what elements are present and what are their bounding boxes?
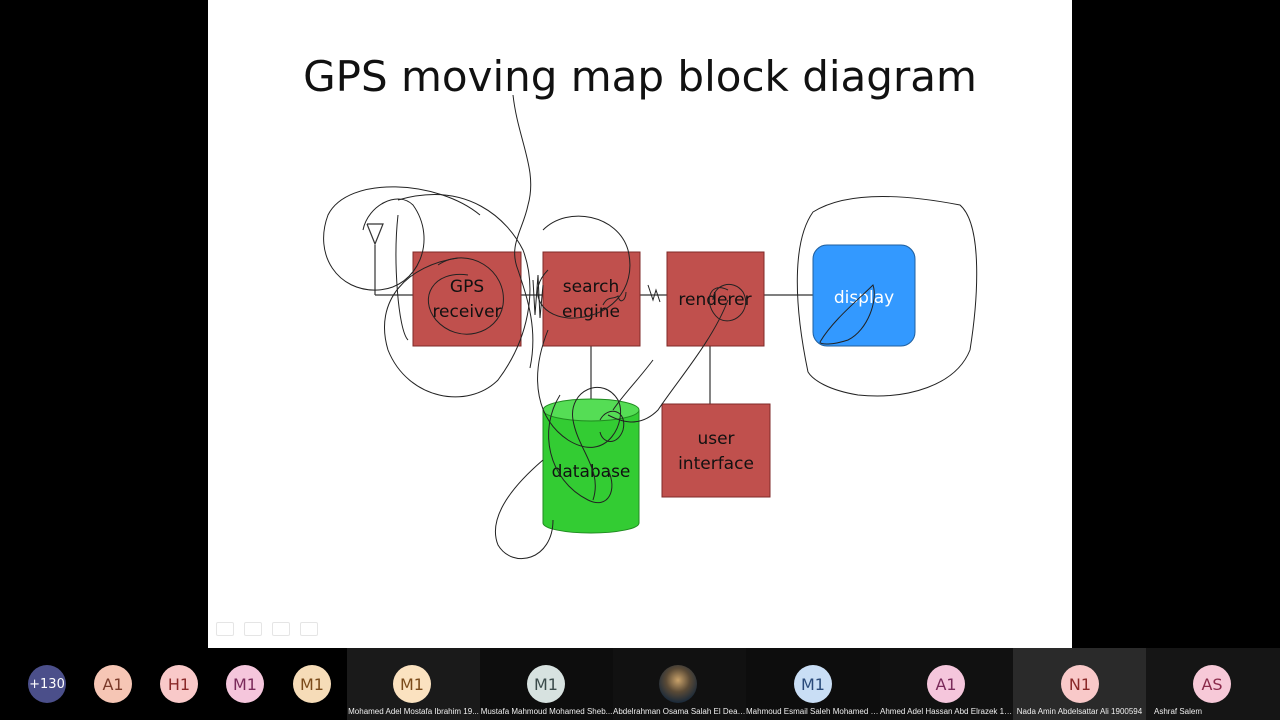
search-engine-label-line2: engine xyxy=(562,302,620,322)
profile-photo-avatar xyxy=(659,665,697,703)
user-interface-block xyxy=(661,403,771,498)
pen-icon[interactable] xyxy=(244,622,262,636)
avatar: M1 xyxy=(393,665,431,703)
renderer-label: renderer xyxy=(678,290,751,310)
search-engine-block xyxy=(542,251,641,347)
slide-title: GPS moving map block diagram xyxy=(303,52,977,101)
slide-controls xyxy=(216,622,318,636)
participant-bar: +130 A1 H1 M1 M1 M1 Mohamed Adel Mostafa… xyxy=(0,648,1280,720)
freehand-annotation xyxy=(323,94,978,560)
avatar: M1 xyxy=(226,665,264,703)
search-engine-label-line1: search xyxy=(563,277,619,297)
participant-tile[interactable]: M1 Mahmoud Esmail Saleh Mohamed 1... xyxy=(746,648,880,720)
participant-tile[interactable]: M1 xyxy=(226,648,266,720)
overflow-count-avatar[interactable]: +130 xyxy=(28,665,66,703)
participant-tile[interactable]: H1 xyxy=(160,648,200,720)
avatar: A1 xyxy=(927,665,965,703)
participant-name: Mahmoud Esmail Saleh Mohamed 1... xyxy=(746,707,880,716)
renderer-block xyxy=(666,251,765,347)
participant-tile[interactable]: A1 xyxy=(93,648,133,720)
gps-receiver-label-line1: GPS xyxy=(450,277,484,297)
user-interface-label-line2: interface xyxy=(678,454,754,474)
gps-receiver-label-line2: receiver xyxy=(432,302,501,322)
participant-tile[interactable]: M1 Mustafa Mahmoud Mohamed Sheb... xyxy=(480,648,613,720)
prev-slide-icon[interactable] xyxy=(216,622,234,636)
participant-tile[interactable]: M1 Mohamed Adel Mostafa Ibrahim 19... xyxy=(347,648,480,720)
participant-tile[interactable]: AS Ashraf Salem xyxy=(1146,648,1280,720)
participant-tile[interactable]: N1 Nada Amin Abdelsattar Ali 1900594 xyxy=(1013,648,1146,720)
block-diagram: GPS receiver search engine renderer disp… xyxy=(323,94,978,560)
participant-name: Mohamed Adel Mostafa Ibrahim 19... xyxy=(348,707,479,716)
avatar: H1 xyxy=(160,665,198,703)
participant-name: Nada Amin Abdelsattar Ali 1900594 xyxy=(1016,707,1143,716)
slides-grid-icon[interactable] xyxy=(272,622,290,636)
avatar: M1 xyxy=(293,665,331,703)
avatar: AS xyxy=(1193,665,1231,703)
participant-tile[interactable]: M1 xyxy=(293,648,333,720)
participant-name: Abdelrahman Osama Salah El Dean... xyxy=(613,707,746,716)
presentation-slide: GPS moving map block diagram GPS receive… xyxy=(208,0,1072,648)
display-label: display xyxy=(834,288,894,308)
display-block xyxy=(812,244,916,347)
participant-name: Ahmed Adel Hassan Abd Elrazek 19... xyxy=(880,707,1013,716)
avatar: M1 xyxy=(794,665,832,703)
avatar: A1 xyxy=(94,665,132,703)
participant-overflow-tile[interactable]: +130 xyxy=(0,648,93,720)
participant-tile[interactable]: Abdelrahman Osama Salah El Dean... xyxy=(613,648,746,720)
user-interface-label-line1: user xyxy=(697,429,734,449)
connector-lines xyxy=(366,223,813,404)
participant-tile[interactable]: A1 Ahmed Adel Hassan Abd Elrazek 19... xyxy=(880,648,1013,720)
participant-name: Ashraf Salem xyxy=(1154,707,1203,716)
avatar: M1 xyxy=(527,665,565,703)
participant-name: Mustafa Mahmoud Mohamed Sheb... xyxy=(480,707,613,716)
avatar: N1 xyxy=(1061,665,1099,703)
next-slide-icon[interactable] xyxy=(300,622,318,636)
